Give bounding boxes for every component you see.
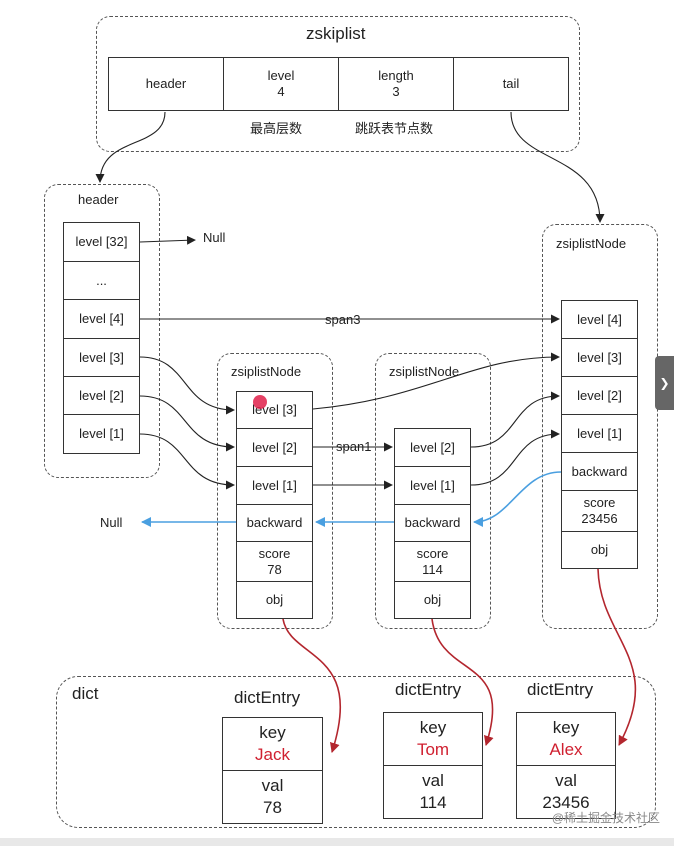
- node3-level-4: level [4]: [561, 300, 638, 339]
- length-caption: 跳跃表节点数: [355, 121, 434, 136]
- dictentry-3-title: dictEntry: [527, 680, 594, 699]
- header-level-4: level [4]: [63, 299, 140, 339]
- node3-level-3: level [3]: [561, 338, 638, 377]
- node1-container: [217, 353, 333, 629]
- arrow-obj-node2: [431, 618, 494, 746]
- arrow-node2-l2: [470, 391, 560, 448]
- node1-backward: backward: [236, 504, 313, 542]
- dictentry-2-key-label: key: [419, 718, 447, 737]
- dictentry-1-key-label: key: [259, 723, 286, 742]
- watermark: @稀土掘金技术社区: [551, 811, 660, 825]
- node1-title: zsiplistNode: [231, 364, 302, 379]
- dict-container: [56, 676, 656, 828]
- zskiplist-length-value: 3: [392, 84, 400, 99]
- node1-score-cell: score 78: [236, 541, 313, 582]
- side-expand-tab[interactable]: ❯: [655, 356, 674, 410]
- header-node-title: header: [78, 192, 119, 207]
- header-level-2: level [2]: [63, 376, 140, 415]
- dictentry-3-val-value: 23456: [542, 793, 590, 812]
- dictentry-2-val-cell: val 114: [383, 765, 483, 819]
- dictentry-1-key-value: Jack: [255, 745, 290, 764]
- node2-level-1: level [1]: [394, 466, 471, 505]
- arrow-header-l2: [139, 395, 235, 452]
- dictentry-3-key-value: Alex: [549, 740, 583, 759]
- dictentry-2-val-value: 114: [419, 793, 447, 812]
- arrow-backward-node3: [473, 471, 562, 527]
- arrow-node2-l1: [470, 429, 560, 486]
- header-level-1: level [1]: [63, 414, 140, 454]
- node3-backward: backward: [561, 452, 638, 491]
- zskiplist-level-label: level: [267, 68, 295, 83]
- header-ellipsis: ...: [63, 261, 140, 300]
- node3-score-value: 23456: [581, 511, 618, 526]
- node3-score-label: score: [583, 495, 616, 510]
- dictentry-3-val-cell: val 23456: [516, 765, 616, 819]
- dictentry-3-val-label: val: [555, 771, 577, 790]
- arrow-header-pointer: [95, 111, 166, 183]
- arrow-header-l3: [139, 356, 235, 415]
- dictentry-3-key-cell: key Alex: [516, 712, 616, 766]
- node2-title: zsiplistNode: [389, 364, 460, 379]
- arrow-obj-node3: [597, 568, 637, 746]
- dict-title: dict: [72, 684, 99, 703]
- node3-level-2: level [2]: [561, 376, 638, 415]
- node2-score-value: 114: [422, 561, 443, 577]
- dictentry-2-key-cell: key Tom: [383, 712, 483, 766]
- node1-level-2: level [2]: [236, 428, 313, 467]
- node1-score-label: score: [258, 545, 291, 561]
- arrow-tail-pointer: [510, 111, 605, 223]
- backward-null-label: Null: [100, 515, 123, 530]
- node3-level-1: level [1]: [561, 414, 638, 453]
- zskiplist-title: zskiplist: [306, 24, 366, 43]
- header-null-label: Null: [203, 230, 226, 245]
- node2-score-label: score: [416, 545, 449, 561]
- arrow-obj-node1: [282, 618, 342, 753]
- dictentry-2-title: dictEntry: [395, 680, 462, 699]
- bottom-scrollbar[interactable]: [0, 838, 674, 846]
- header-level-3: level [3]: [63, 338, 140, 377]
- dictentry-1-key-cell: key Jack: [222, 717, 323, 771]
- node3-title: zsiplistNode: [556, 236, 627, 251]
- cursor-dot: [253, 395, 267, 409]
- node1-obj: obj: [236, 581, 313, 619]
- node3-score-cell: score 23456: [561, 490, 638, 532]
- node1-level-1: level [1]: [236, 466, 313, 505]
- zskiplist-length-label: length: [378, 68, 414, 83]
- dictentry-1-title: dictEntry: [234, 688, 301, 707]
- dictentry-3-key-label: key: [552, 718, 580, 737]
- zskiplist-length-cell: length 3: [338, 57, 454, 111]
- dictentry-1-val-label: val: [261, 776, 284, 795]
- arrow-header-l1: [139, 433, 235, 490]
- dictentry-1-val-cell: val 78: [222, 770, 323, 824]
- dictentry-1-val-value: 78: [263, 798, 282, 817]
- dictentry-2-val-label: val: [422, 771, 444, 790]
- zskiplist-header-cell: header: [108, 57, 224, 111]
- node3-container: [542, 224, 658, 629]
- header-node-container: [44, 184, 160, 478]
- node1-score-value: 78: [267, 561, 282, 577]
- arrow-level32-null: [139, 235, 196, 245]
- node2-container: [375, 353, 491, 629]
- node2-obj: obj: [394, 581, 471, 619]
- node3-obj: obj: [561, 531, 638, 569]
- level-caption: 最高层数: [250, 121, 303, 136]
- arrow-node1-l3: [312, 352, 560, 410]
- zskiplist-level-value: 4: [277, 84, 285, 99]
- zskiplist-container: [96, 16, 580, 152]
- dictentry-2-key-value: Tom: [416, 740, 450, 759]
- zskiplist-tail-cell: tail: [453, 57, 569, 111]
